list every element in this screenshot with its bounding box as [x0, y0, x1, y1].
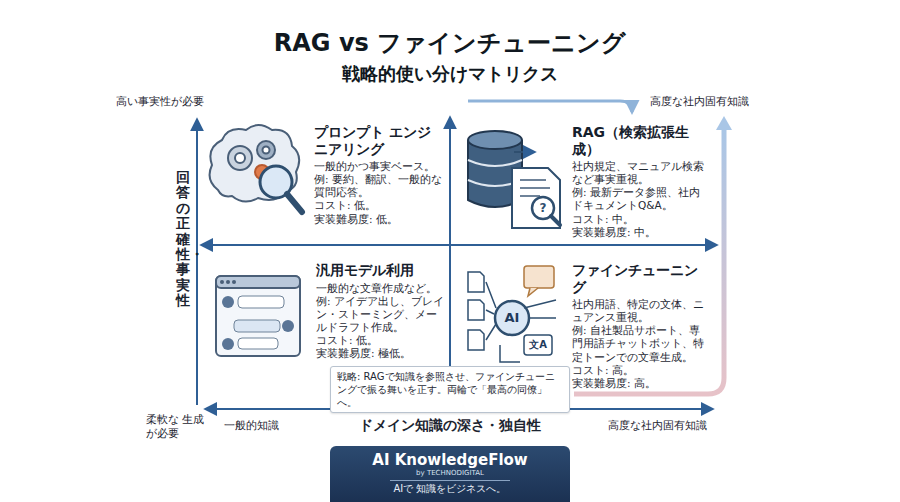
quadrant-text: プロンプト エンジニアリング一般的かつ事実ベース。例: 要約、翻訳、一般的な 質…: [314, 124, 442, 226]
icon-text: ?: [540, 201, 547, 216]
body-text: 例: アイデア出し、ブレイン・ストーミング、メールドラフト作成。: [316, 295, 444, 334]
body-text: 実装難易度: 低。: [314, 213, 442, 226]
body-text: コスト: 高。: [572, 364, 710, 377]
strategy-text: 戦略: RAGで知識を参照させ、ファインチューニングで振る舞いを正す。両輪で「最…: [337, 370, 563, 409]
icon-text: 文A: [529, 339, 547, 352]
quadrant-heading: RAG（検索拡張生成）: [572, 124, 710, 157]
quadrant-text: ファインチューニング社内用語、特定の文体、ニュアンス重視。例: 自社製品サポート…: [572, 262, 710, 390]
body-text: 実装難易度: 中。: [572, 226, 710, 239]
body-text: 実装難易度: 高。: [572, 377, 710, 390]
quadrant-text: RAG（検索拡張生成） 社内規定、マニュアル検索など事実重視。例: 最新データ参照…: [572, 124, 710, 239]
flow-arrow: [468, 101, 632, 112]
body-text: 一般的かつ事実ベース。: [314, 160, 442, 173]
body-text: 例: 自社製品サポート、専門用語チャットボット、特定トーンでの文章生成。: [572, 324, 710, 363]
quadrant-text: 汎用モデル利用一般的な文章作成など。例: アイデア出し、ブレイン・ストーミング、…: [316, 262, 444, 360]
brand-name: AI KnowledgeFlow: [330, 452, 570, 469]
axis-end-label: 高度な社内固有知識: [650, 95, 749, 109]
axis-end-label: 一般的知識: [224, 419, 279, 433]
axis-title: 回答の正確性・事実性: [176, 170, 190, 309]
icon-text: AI: [505, 310, 520, 326]
body-text: コスト: 低。: [316, 334, 444, 347]
body-text: 社内規定、マニュアル検索など事実重視。: [572, 160, 710, 186]
body-text: 実装難易度: 極低。: [316, 347, 444, 360]
body-text: 例: 最新データ参照、社内ドキュメントQ&A。: [572, 186, 710, 212]
axis-title: ドメイン知識の深さ・独自性: [359, 417, 541, 435]
axis-end-label: 高度な社内固有知識: [608, 419, 707, 433]
y-axis: [196, 120, 198, 405]
center-vertical: [449, 118, 451, 398]
brand-tagline: AIで 知識をビジネスへ。: [330, 481, 570, 496]
brain-icon: [210, 125, 302, 212]
quadrant-heading: プロンプト エンジニアリング: [314, 124, 442, 157]
ai-network-icon: [468, 266, 556, 362]
chat-window-icon: [216, 276, 300, 356]
body-text: 一般的な文章作成など。: [316, 282, 444, 295]
cycle-arrowhead: [716, 116, 732, 130]
body-text: 社内用語、特定の文体、ニュアンス重視。: [572, 298, 710, 324]
axis-end-label: 柔軟な 生成が必要: [146, 413, 208, 441]
body-text: 例: 要約、翻訳、一般的な 質問応答。: [314, 173, 442, 199]
center-horizontal: [202, 244, 716, 246]
body-text: コスト: 中。: [572, 213, 710, 226]
body-text: コスト: 低。: [314, 199, 442, 212]
quadrant-heading: 汎用モデル利用: [316, 262, 444, 279]
strategy-note: 戦略: RAGで知識を参照させ、ファインチューニングで振る舞いを正す。両輪で「最…: [330, 366, 570, 413]
brand-by: by TECHNODIGITAL: [390, 469, 510, 481]
document-icon: [512, 168, 560, 228]
quadrant-heading: ファインチューニング: [572, 262, 710, 295]
brand-banner: AI KnowledgeFlowby TECHNODIGITALAIで 知識をビ…: [330, 446, 570, 502]
title: RAG vs ファインチューニング: [0, 28, 900, 58]
subtitle: 戦略的使い分けマトリクス: [0, 62, 900, 86]
axis-end-label: 高い事実性が必要: [116, 95, 204, 109]
